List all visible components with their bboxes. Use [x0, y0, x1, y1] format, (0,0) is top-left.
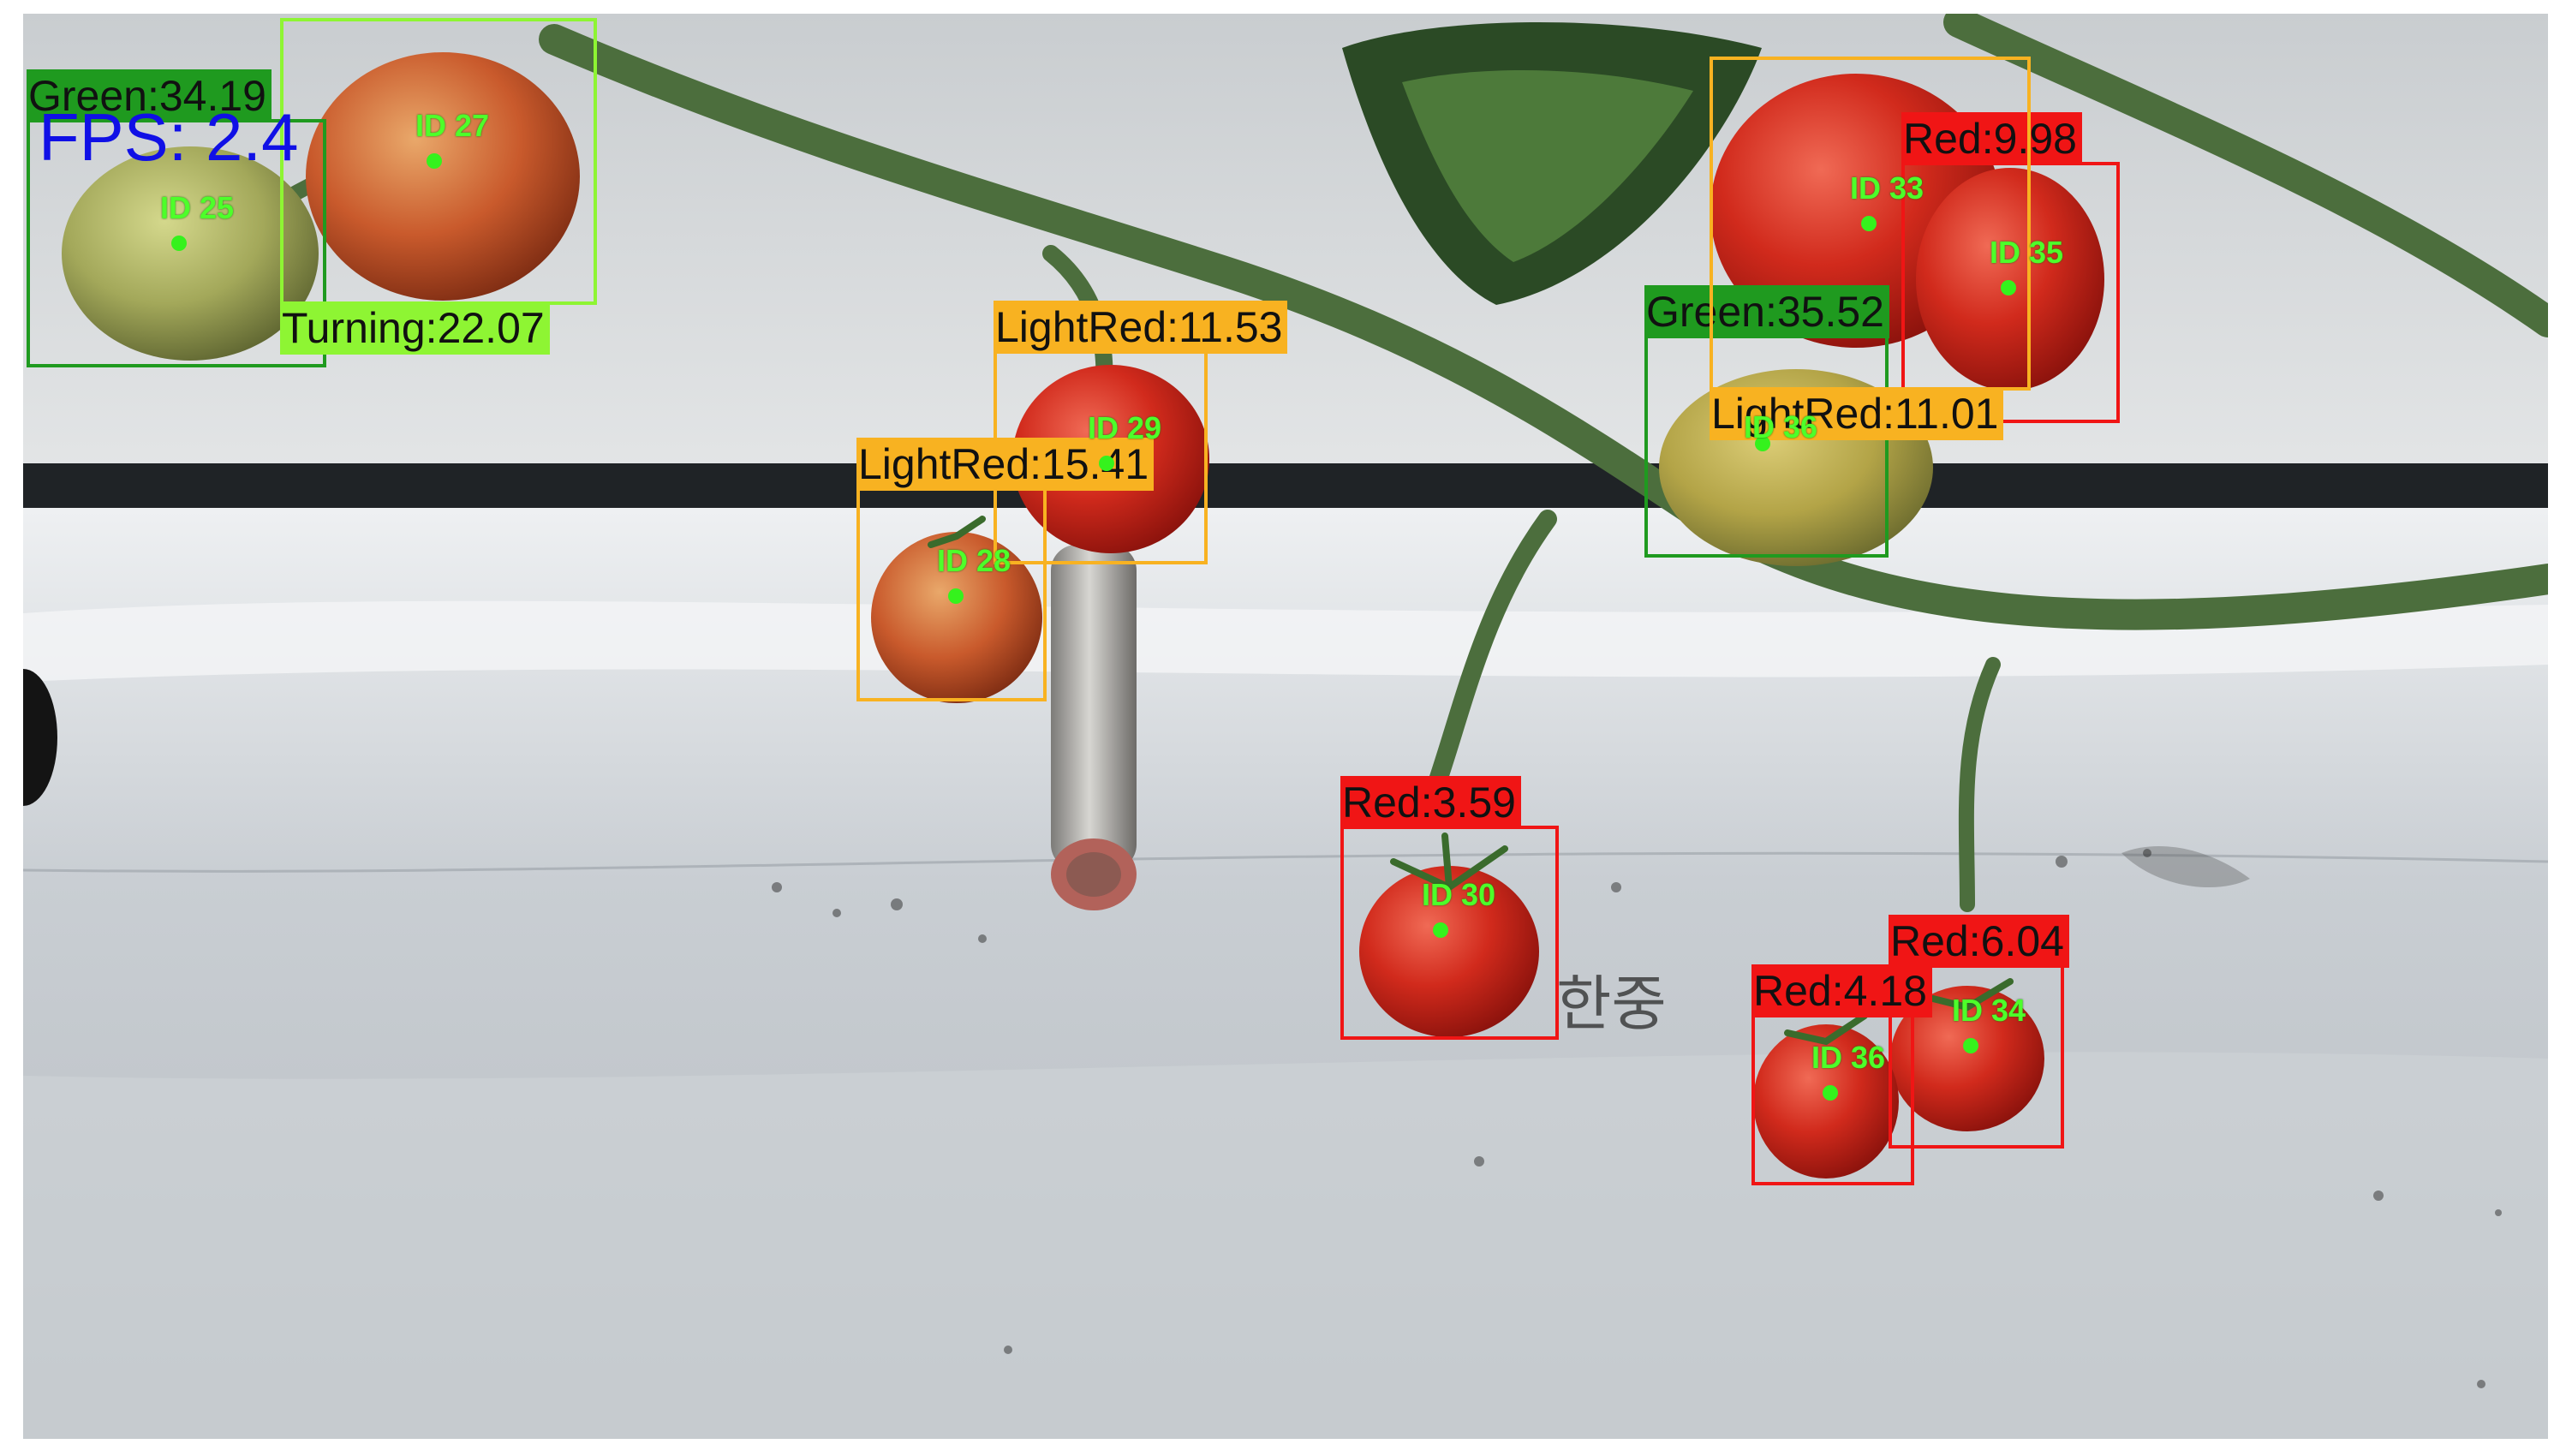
- track-center-dot: [1861, 216, 1877, 231]
- track-center-dot: [1823, 1085, 1838, 1101]
- detection-box-green[interactable]: Green:35.52: [1644, 285, 1889, 558]
- track-center-dot: [1963, 1038, 1978, 1053]
- track-id: ID 35: [1990, 235, 2064, 270]
- ground-marking: 한중: [1556, 969, 1667, 1039]
- detection-label: Green:34.19: [27, 69, 272, 122]
- detection-box-red[interactable]: Red:3.59: [1340, 776, 1559, 1040]
- detection-box-turning[interactable]: Turning:22.07: [280, 18, 597, 355]
- detection-label: Green:35.52: [1644, 285, 1889, 338]
- greenhouse-scene: 한중: [23, 14, 2548, 1439]
- track-id: ID 33: [1850, 170, 1924, 206]
- track-id: ID 36: [1811, 1040, 1886, 1075]
- detection-label: Red:9.98: [1901, 112, 2082, 165]
- fps-counter: FPS: 2.4: [39, 99, 299, 175]
- detection-label: Red:3.59: [1340, 776, 1521, 829]
- track-id: ID 29: [1088, 410, 1162, 445]
- detection-box-red[interactable]: Red:6.04: [1889, 915, 2069, 1149]
- track-center-dot: [1755, 436, 1770, 451]
- detection-box-lightred[interactable]: LightRed:11.53: [994, 301, 1288, 564]
- track-id: ID 30: [1422, 877, 1496, 912]
- detection-label: LightRed:11.01: [1710, 387, 2004, 440]
- track-center-dot: [1099, 456, 1114, 471]
- detection-label: Red:6.04: [1889, 915, 2069, 968]
- detection-label: Turning:22.07: [280, 301, 550, 355]
- track-id: ID 28: [937, 543, 1011, 578]
- detection-box-lightred[interactable]: LightRed:11.01: [1710, 57, 2031, 440]
- track-center-dot: [1433, 922, 1448, 938]
- track-center-dot: [427, 153, 442, 169]
- detection-box-red[interactable]: Red:4.18: [1751, 964, 1932, 1185]
- detection-box-red[interactable]: Red:9.98: [1901, 112, 2120, 423]
- track-center-dot: [2001, 280, 2016, 295]
- track-id: ID 25: [160, 190, 235, 225]
- track-center-dot: [171, 236, 187, 251]
- track-center-dot: [948, 588, 964, 604]
- video-frame: 한중 Green:34.19 Turning:22.07 LightRed:11…: [23, 14, 2548, 1439]
- track-id: ID 34: [1952, 993, 2026, 1028]
- track-id: ID 36: [1744, 409, 1818, 445]
- detection-box-green[interactable]: Green:34.19: [27, 69, 326, 367]
- detection-label: LightRed:11.53: [994, 301, 1288, 354]
- track-id: ID 27: [415, 108, 490, 143]
- detection-label: Red:4.18: [1751, 964, 1932, 1017]
